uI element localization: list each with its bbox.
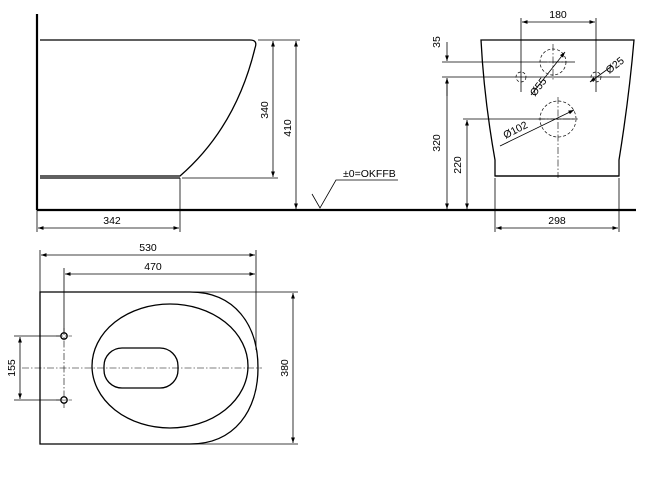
front-view: 180 35 320 220 Ø55 Ø25 Ø102 — [431, 9, 635, 232]
leader-25 — [589, 65, 613, 83]
dim-298-label: 298 — [548, 215, 566, 227]
dim-340-label: 340 — [259, 101, 271, 119]
side-view: 340 410 342 ±0=OKFFB — [35, 14, 636, 232]
hole-25-left — [515, 71, 527, 83]
hole-25-right — [590, 71, 602, 83]
dim-180-label: 180 — [549, 9, 567, 21]
dia-55-label: Ø55 — [528, 76, 550, 99]
dim-380-label: 380 — [279, 359, 291, 377]
dim-35-label: 35 — [431, 36, 443, 48]
dim-155-label: 155 — [6, 359, 18, 377]
top-view: 530 470 380 155 — [6, 242, 298, 445]
dim-220-label: 220 — [452, 156, 464, 174]
floor-reference-label: ±0=OKFFB — [343, 168, 396, 180]
leader-102 — [499, 109, 575, 147]
dia-25-label: Ø25 — [604, 55, 627, 77]
side-bowl-outline — [40, 39, 257, 177]
top-seat-ring — [91, 303, 249, 429]
dim-410-label: 410 — [282, 119, 294, 137]
floor-reference-leader — [311, 179, 398, 209]
dim-320-label: 320 — [431, 134, 443, 152]
leader-55 — [530, 51, 566, 96]
dim-470-label: 470 — [144, 261, 162, 273]
top-bowl-outline — [39, 291, 259, 445]
dim-530-label: 530 — [139, 242, 157, 254]
dim-342-label: 342 — [103, 215, 121, 227]
